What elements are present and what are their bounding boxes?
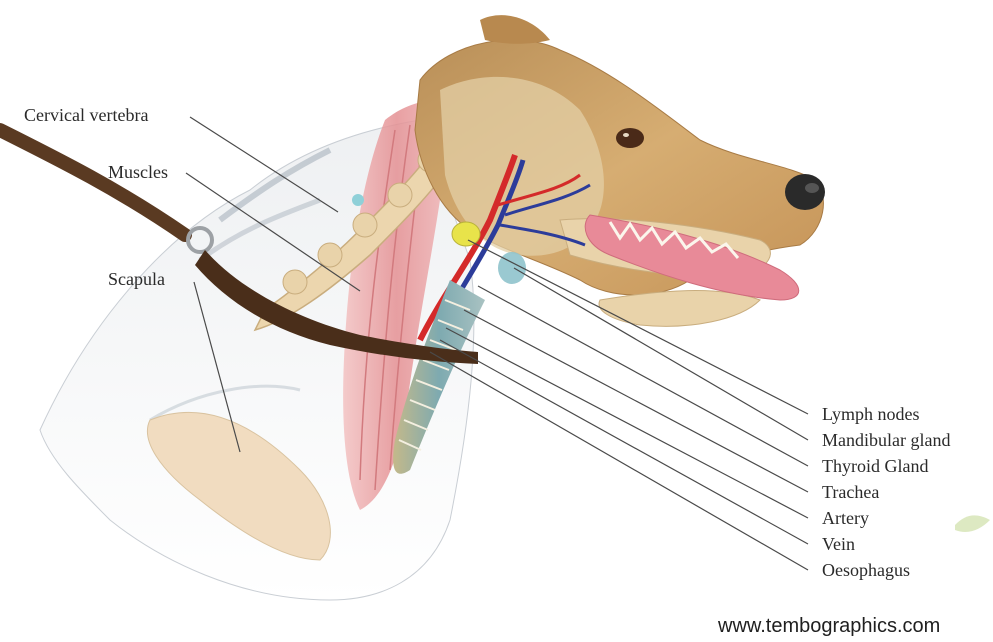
label-oesophagus: Oesophagus	[822, 561, 910, 579]
label-trachea: Trachea	[822, 483, 879, 501]
label-mandibular-gland: Mandibular gland	[822, 431, 950, 449]
source-credit: www.tembographics.com	[718, 616, 940, 636]
label-artery: Artery	[822, 509, 869, 527]
label-cervical-vertebra: Cervical vertebra	[24, 106, 148, 124]
label-thyroid-gland: Thyroid Gland	[822, 457, 928, 475]
label-scapula: Scapula	[108, 270, 165, 288]
label-lymph-nodes: Lymph nodes	[822, 405, 920, 423]
dog-head	[415, 15, 825, 326]
label-muscles: Muscles	[108, 163, 168, 181]
label-vein: Vein	[822, 535, 855, 553]
leader-line-artery	[446, 328, 808, 518]
leader-line-vein	[440, 340, 808, 544]
grass-tuft	[955, 515, 990, 532]
